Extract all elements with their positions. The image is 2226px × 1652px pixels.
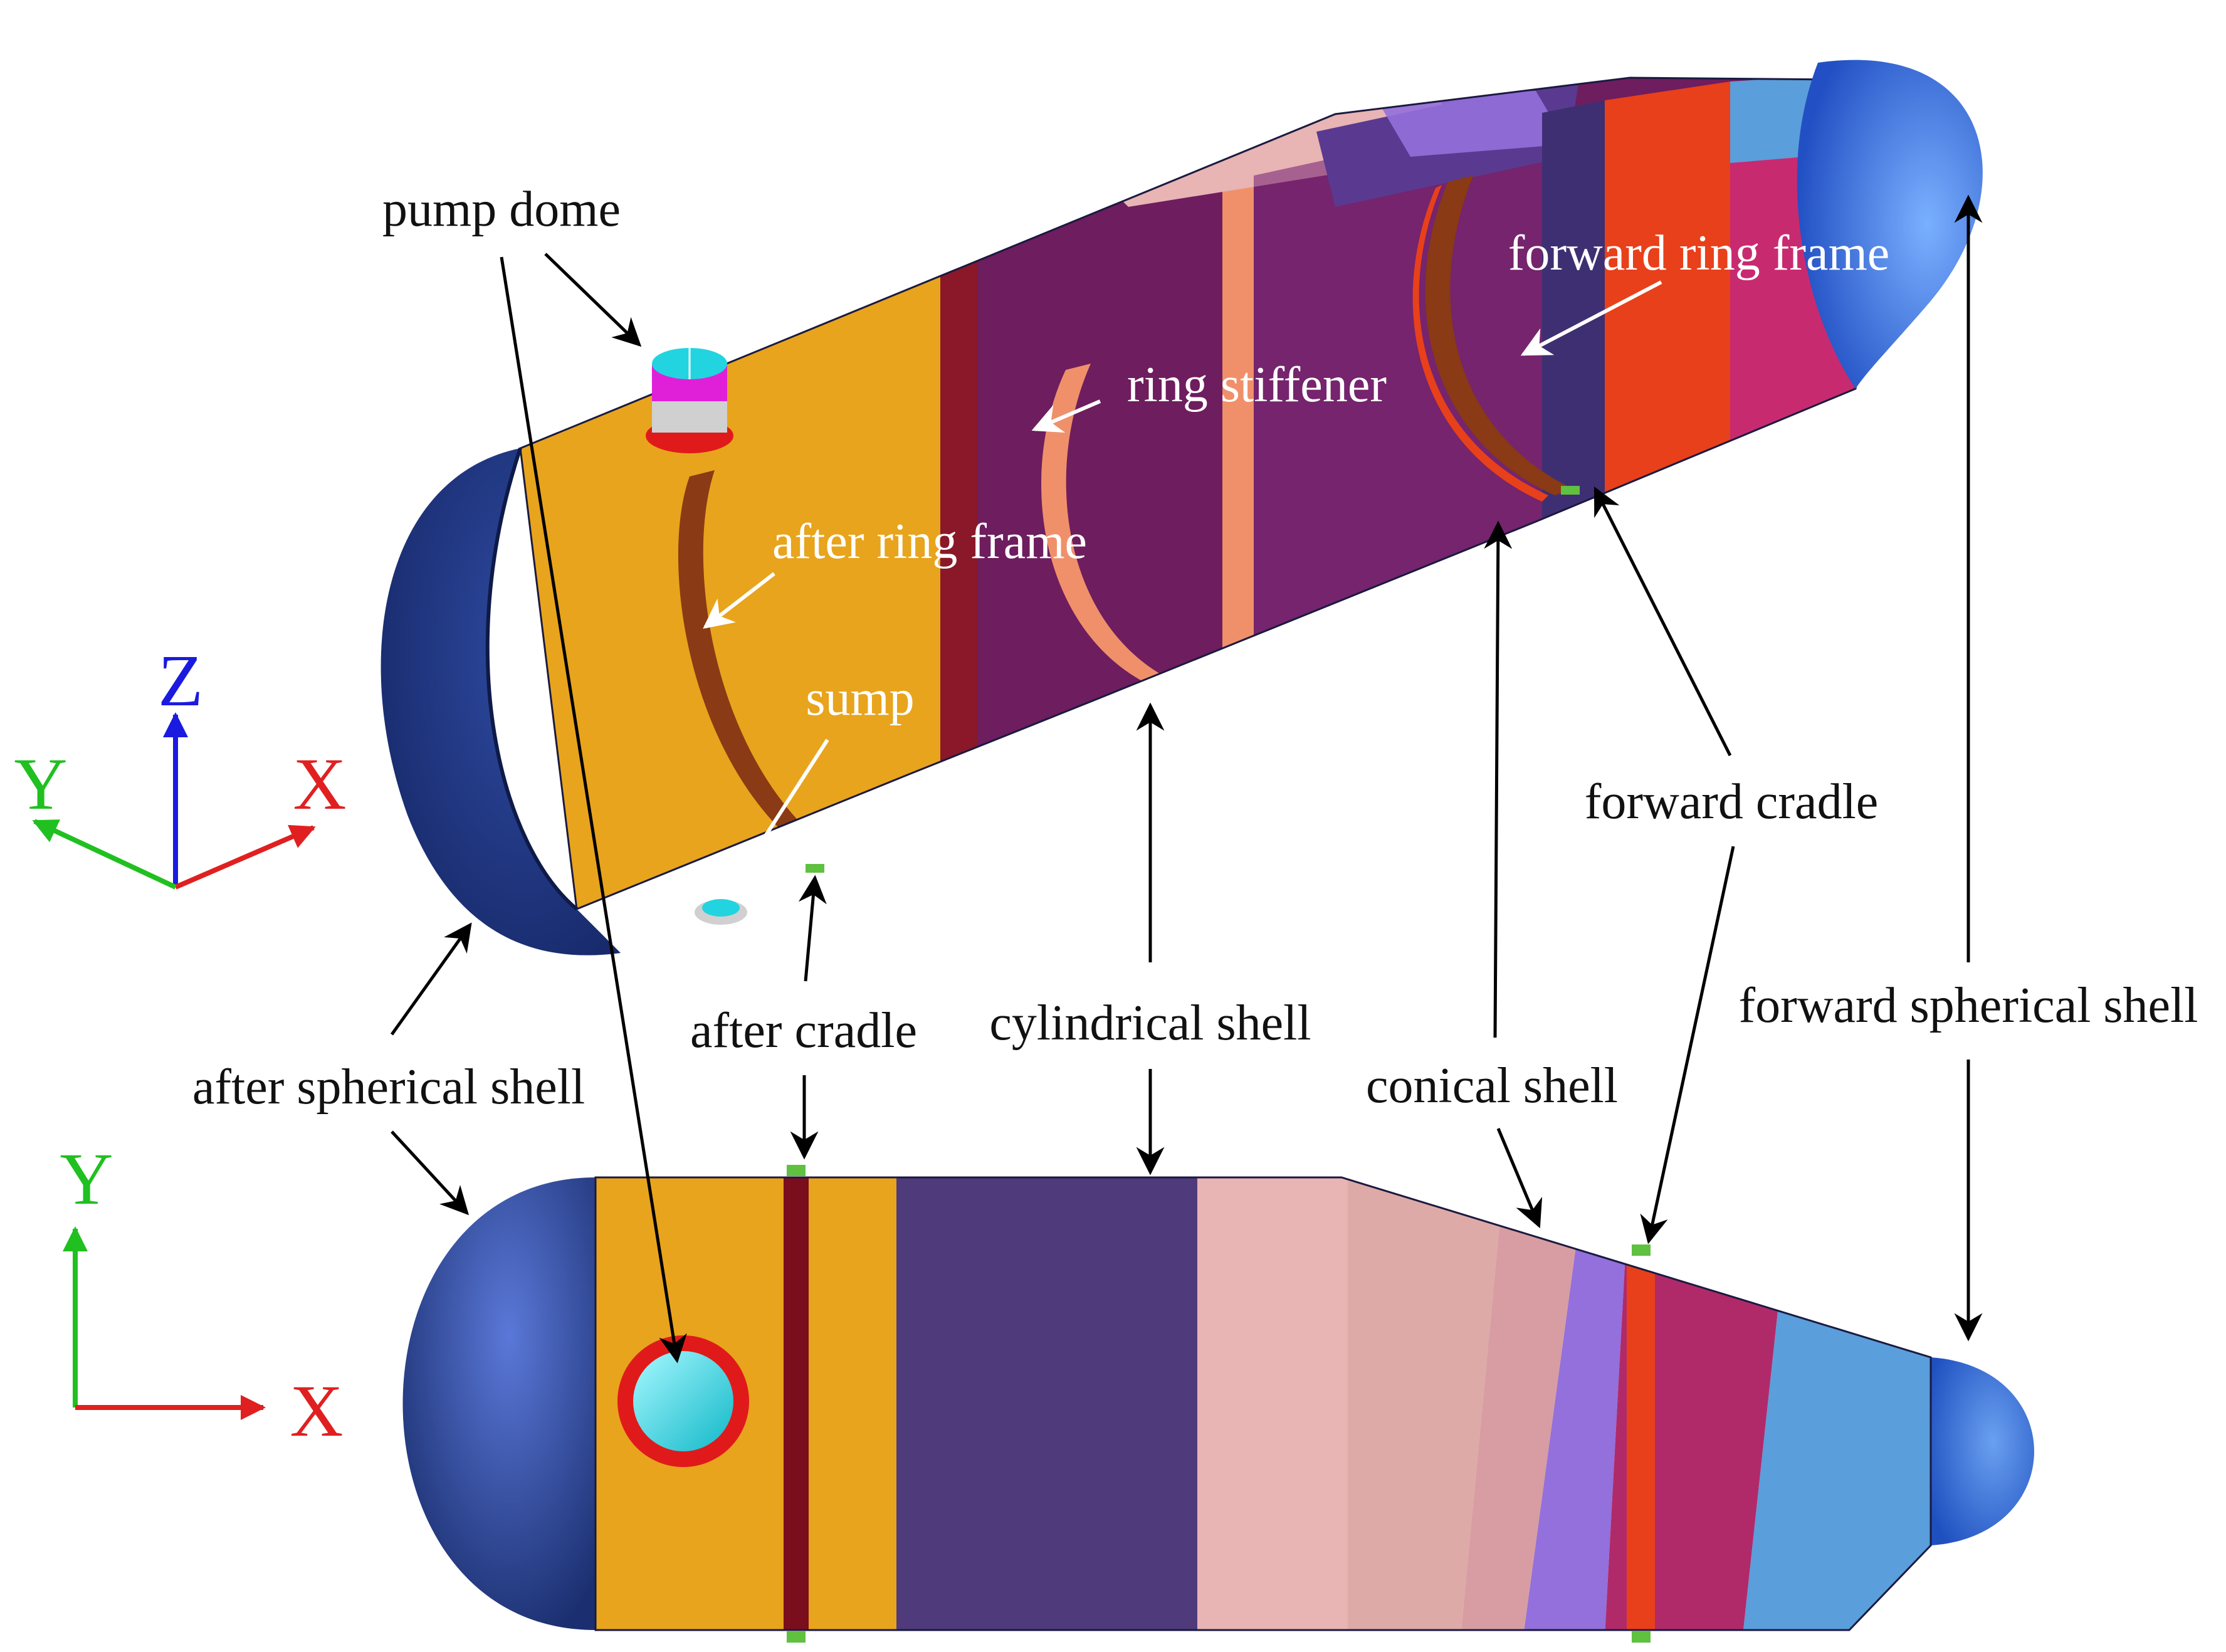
label-cylindrical-shell: cylindrical shell [989,996,1311,1051]
iso-after-cradle [806,864,824,873]
labels: pump dome forward ring frame ring stiffe… [192,182,2198,1115]
label-after-spherical-shell: after spherical shell [192,1060,585,1115]
label-pump-dome: pump dome [382,182,621,237]
iso-forward-cradle [1561,486,1580,495]
axis-z-label: Z [158,639,203,722]
iso-axis-triad: Z Y X [14,639,347,890]
top-after-cradle-pad-bottom [787,1631,806,1643]
leader-arrows [390,194,1983,1364]
top-pump-dome [617,1335,749,1467]
label-ring-stiffener: ring stiffener [1127,357,1387,413]
label-sump: sump [806,671,914,726]
label-after-ring-frame: after ring frame [772,514,1087,569]
axis-x-label: X [293,743,346,825]
top-axis-x-label: X [290,1370,343,1452]
iso-pump-dome [646,348,733,453]
top-axis-triad: Y X [60,1138,343,1452]
top-tank-bands [596,1177,1931,1630]
top-after-spherical-shell [402,1177,596,1630]
top-forward-cradle-pad-bottom [1632,1631,1651,1643]
label-forward-cradle: forward cradle [1585,774,1879,829]
top-forward-spherical-shell [1931,1357,2034,1545]
label-conical-shell: conical shell [1366,1058,1618,1113]
axis-y-label: Y [14,743,67,825]
isometric-view [381,60,1983,955]
iso-after-spherical-shell [381,448,621,955]
label-forward-spherical-shell: forward spherical shell [1738,978,2198,1033]
label-forward-ring-frame: forward ring frame [1508,226,1890,281]
iso-tank-outline [519,76,1907,911]
top-forward-cradle-pad-top [1632,1244,1651,1256]
iso-tank-body [520,78,1906,909]
label-after-cradle: after cradle [690,1003,917,1058]
iso-ring-frames [678,176,1573,859]
top-view [402,1165,2034,1643]
top-after-cradle-pad-top [787,1165,806,1176]
iso-forward-spherical-shell [1797,60,1983,389]
iso-sump [695,899,747,925]
top-axis-y-label: Y [60,1138,113,1220]
